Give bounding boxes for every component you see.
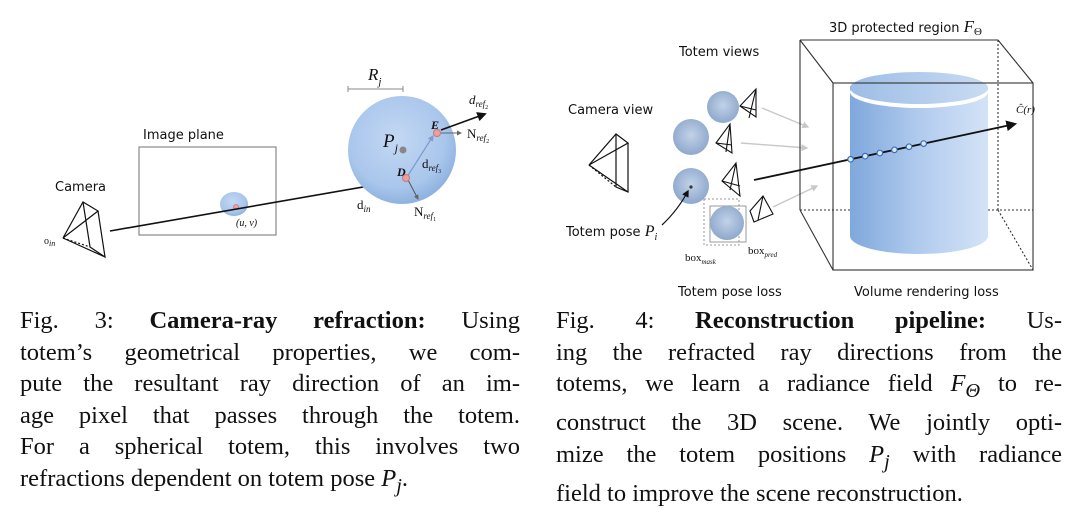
figure-3: Camera oin Image plane (u, v) Rj Pj [20,65,520,502]
camera-view-label: Camera view [568,103,653,118]
caption-line: totem’s geometrical properties, we com- [20,338,520,366]
scene-cylinder [850,72,988,254]
camera-label: Camera [55,180,106,195]
box-mask-label: boxmask [685,252,717,266]
sample-point [847,155,854,163]
render-loss-label: Volume rendering loss [854,285,999,300]
sample-point [905,143,913,151]
exit-point [433,129,441,137]
totem-camera-icon [749,195,774,223]
totem-pose-label: Totem pose Pi [565,223,657,243]
incoming-ray [109,176,405,232]
sample-point [876,149,884,157]
totem-center [399,146,407,154]
caption-line: Fig. 3: Camera-ray refraction: Using [20,307,520,334]
figure-4-caption: Fig. 4: Reconstruction pipeline: Us- ing… [556,305,1062,510]
exit-point-label: E [430,118,439,132]
origin-label: oin [44,236,55,248]
radius-label: Rj [367,65,381,88]
protected-region-box-front [799,39,1034,271]
caption-line: pute the resultant ray direction of an i… [20,370,520,397]
view-arrow [772,185,819,208]
refraction-diagram: Camera oin Image plane (u, v) Rj Pj [44,65,489,259]
entry-point [402,174,410,182]
sample-point [920,140,928,148]
totem-views-label: Totem views [678,45,760,60]
box-pred-label: boxpred [748,245,778,259]
region-label: 3D protected region FΘ [829,17,982,38]
caption-line: Fig. 4: Reconstruction pipeline: Us- [556,307,1062,334]
normal-1 [406,177,419,200]
center-label: Pj [382,131,399,155]
totem-view-sphere [710,206,744,240]
totem-view-sphere [707,91,739,123]
view-arrow [740,142,809,152]
view-arrow [761,107,810,129]
entry-point-label: D [396,165,406,179]
normal-2-label: Nref2 [467,126,489,145]
camera-icon [588,133,630,193]
caption-line: age pixel that passes through the totem. [20,401,520,429]
box-pred [709,205,747,243]
totem-camera-icon [739,87,757,119]
sample-point [891,146,898,154]
caption-line: totems, we learn a radiance field FΘ to … [556,370,1062,402]
pixel-label: (u, v) [236,218,258,229]
inner-ray [406,134,434,178]
totem-camera-icon [721,161,741,198]
totem-camera-icon [715,122,733,155]
ray-color-label: Ĉ(r) [1016,104,1035,116]
caption-line: refractions dependent on totem pose Pj. [20,464,409,497]
pose-loss-label: Totem pose loss [677,285,782,300]
normal-1-label: Nref1 [414,204,436,223]
incoming-dir-label: din [357,197,371,214]
totem-pose-point [689,185,693,189]
totem-pose-pointer [661,189,689,226]
caption-line: construct the 3D scene. We jointly opti- [556,409,1062,437]
image-plane [138,146,277,236]
pipeline-diagram: 3D protected region FΘ Totem views Camer… [565,17,1035,300]
caption-line: mize the totem positions Pj with radianc… [556,440,1062,473]
image-plane-label: Image plane [143,128,224,143]
caption-line: field to improve the scene reconstructio… [556,480,963,508]
inner-dir-label: dref3 [422,156,441,175]
projected-totem [220,192,248,216]
figure-3-caption: Fig. 3: Camera-ray refraction: Using tot… [20,305,520,502]
totem-view-sphere [673,119,709,155]
caption-line: For a spherical totem, this involves two [20,433,520,460]
sample-point [861,152,869,160]
outgoing-ray [440,112,487,131]
figure-4: 3D protected region FΘ Totem views Camer… [540,0,1080,520]
sample-points [847,140,928,163]
caption-line: ing the refracted ray directions from th… [556,338,1062,366]
camera-ray [753,120,1018,181]
camera-icon [62,201,106,259]
outgoing-dir-label: dref2 [469,92,488,111]
